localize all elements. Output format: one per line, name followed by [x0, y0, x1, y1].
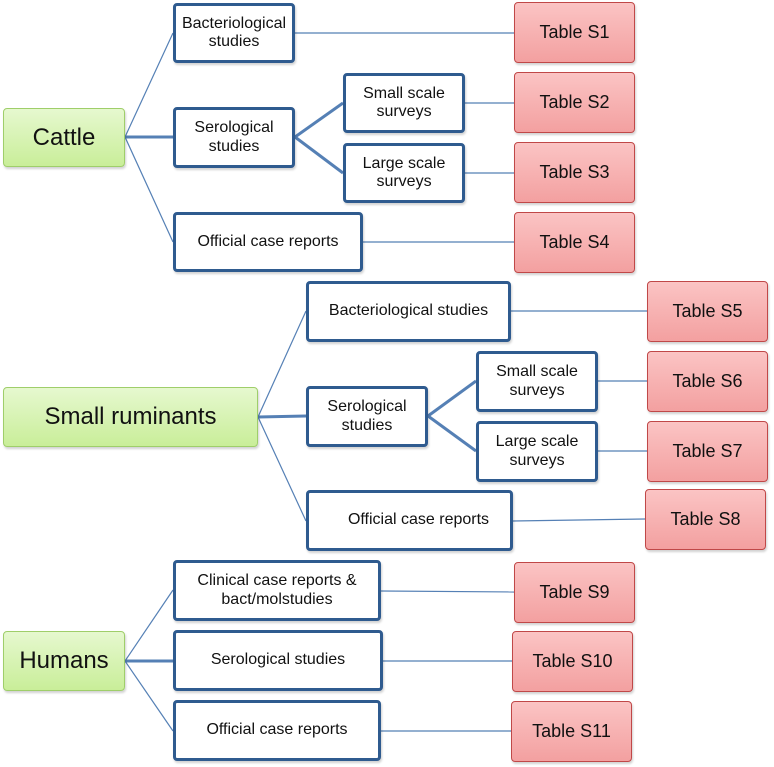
category-bacteriological-studies: Bacteriological studies [173, 3, 295, 63]
subcategory-label: Large scale surveys [495, 433, 579, 469]
category-label: Serological studies [327, 398, 407, 434]
category-label: Official case reports [197, 232, 339, 250]
connector-line [380, 590, 515, 593]
subcategory-small-scale-surveys: Small scale surveys [343, 73, 465, 133]
table-label: Table S4 [539, 232, 610, 253]
root-label: Cattle [32, 123, 96, 151]
root-cattle: Cattle [3, 108, 125, 167]
table-s5: Table S5 [647, 281, 768, 342]
category-label: Serological studies [194, 119, 274, 155]
connector-line [124, 589, 174, 662]
category-label: Bacteriological studies [181, 14, 287, 50]
connector-line [124, 660, 174, 732]
table-s11: Table S11 [511, 701, 632, 762]
root-label: Small ruminants [44, 403, 217, 431]
table-label: Table S2 [539, 92, 610, 113]
connector-line [427, 379, 477, 418]
table-s1: Table S1 [514, 2, 635, 63]
table-label: Table S9 [539, 582, 610, 603]
connector-line [257, 310, 307, 418]
subcategory-label: Small scale surveys [363, 84, 445, 120]
subcategory-label: Large scale surveys [362, 154, 446, 190]
root-label: Humans [19, 647, 109, 675]
table-s4: Table S4 [514, 212, 635, 273]
category-serological-studies: Serological studies [173, 630, 383, 691]
category-clinical-case-reports: Clinical case reports & bact/molstudies [173, 560, 381, 621]
connector-line [294, 135, 344, 175]
table-s6: Table S6 [647, 351, 768, 412]
table-label: Table S6 [672, 371, 743, 392]
table-s3: Table S3 [514, 142, 635, 203]
subcategory-large-scale-surveys: Large scale surveys [343, 143, 465, 203]
table-s8: Table S8 [645, 489, 766, 550]
category-official-case-reports: Official case reports [306, 490, 513, 551]
subcategory-small-scale-surveys: Small scale surveys [476, 351, 598, 412]
connector-line [512, 518, 646, 522]
root-humans: Humans [3, 631, 125, 691]
connector-line [257, 416, 307, 522]
subcategory-large-scale-surveys: Large scale surveys [476, 421, 598, 482]
root-small-ruminants: Small ruminants [3, 387, 258, 447]
table-label: Table S3 [539, 162, 610, 183]
category-label: Official case reports [206, 721, 348, 739]
connector-line [257, 414, 307, 419]
connector-line [427, 414, 477, 453]
table-label: Table S1 [539, 22, 610, 43]
table-label: Table S11 [532, 721, 611, 742]
category-bacteriological-studies: Bacteriological studies [306, 281, 511, 342]
connector-line [124, 136, 174, 243]
connector-line [294, 101, 344, 139]
table-label: Table S8 [670, 509, 741, 530]
category-label: Serological studies [210, 651, 346, 669]
connector-line [124, 32, 174, 138]
table-label: Table S10 [532, 651, 613, 672]
category-label: Bacteriological studies [328, 302, 489, 320]
table-label: Table S5 [672, 301, 743, 322]
table-s2: Table S2 [514, 72, 635, 133]
table-s9: Table S9 [514, 562, 635, 623]
category-serological-studies: Serological studies [173, 107, 295, 168]
table-label: Table S7 [672, 441, 743, 462]
category-label: Clinical case reports & bact/molstudies [197, 572, 357, 608]
category-serological-studies: Serological studies [306, 386, 428, 447]
table-s7: Table S7 [647, 421, 768, 482]
table-s10: Table S10 [512, 631, 633, 692]
category-official-case-reports: Official case reports [173, 700, 381, 761]
subcategory-label: Small scale surveys [496, 363, 578, 399]
category-label: Official case reports [347, 511, 490, 529]
category-official-case-reports: Official case reports [173, 212, 363, 272]
